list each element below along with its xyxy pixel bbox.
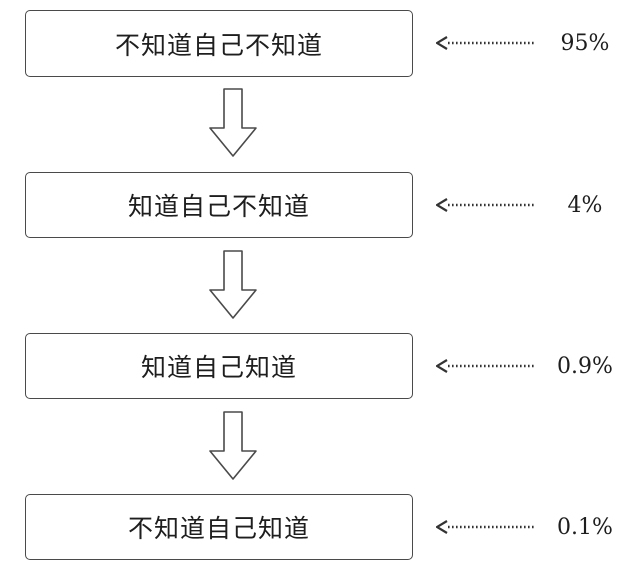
percent-value-2: 4% bbox=[567, 193, 603, 218]
down-arrow-icon bbox=[209, 88, 257, 157]
percent-value-4: 0.1% bbox=[557, 515, 613, 540]
down-arrow-icon bbox=[209, 250, 257, 319]
stage-label-2: 知道自己不知道 bbox=[127, 192, 310, 221]
percent-value-1: 95% bbox=[560, 31, 610, 56]
stage-box-4: 不知道自己知道 bbox=[25, 494, 413, 560]
down-arrow-icon bbox=[209, 411, 257, 480]
stage-box-3: 知道自己知道 bbox=[25, 333, 413, 399]
dotted-left-arrow-icon bbox=[436, 198, 535, 212]
stage-label-4: 不知道自己知道 bbox=[127, 514, 310, 543]
dotted-left-arrow-icon bbox=[436, 520, 535, 534]
stage-box-1: 不知道自己不知道 bbox=[25, 10, 413, 77]
dotted-left-arrow-icon bbox=[436, 36, 535, 50]
dotted-left-arrow-icon bbox=[436, 359, 535, 373]
stage-box-2: 知道自己不知道 bbox=[25, 172, 413, 238]
percent-value-3: 0.9% bbox=[557, 354, 613, 379]
stage-label-1: 不知道自己不知道 bbox=[114, 30, 323, 60]
stage-label-3: 知道自己知道 bbox=[140, 353, 297, 382]
